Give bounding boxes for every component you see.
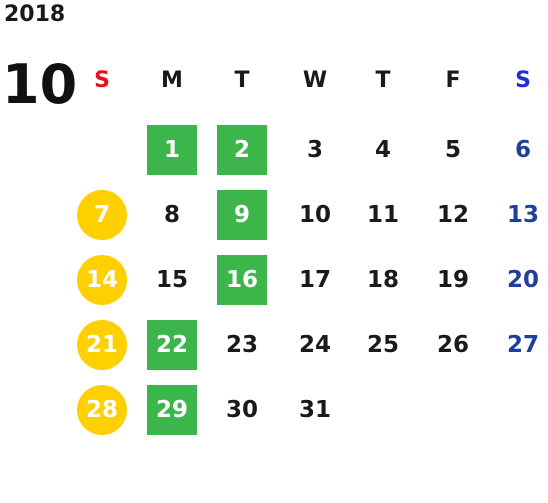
date-cell-23[interactable]: 23	[225, 332, 258, 358]
date-cell-2[interactable]: 2	[217, 125, 267, 175]
date-cell-20[interactable]: 20	[506, 267, 539, 293]
weekday-header-sunday: S	[94, 68, 110, 93]
date-cell-9[interactable]: 9	[217, 190, 267, 240]
date-cell-1[interactable]: 1	[147, 125, 197, 175]
date-cell-14[interactable]: 14	[77, 255, 127, 305]
date-cell-11[interactable]: 11	[366, 202, 399, 228]
date-cell-6[interactable]: 6	[514, 137, 531, 163]
weekday-header-friday: F	[445, 68, 461, 93]
date-cell-18[interactable]: 18	[366, 267, 399, 293]
date-cell-4[interactable]: 4	[374, 137, 391, 163]
date-cell-17[interactable]: 17	[298, 267, 331, 293]
date-cell-31[interactable]: 31	[298, 397, 331, 423]
date-cell-10[interactable]: 10	[298, 202, 331, 228]
date-cell-26[interactable]: 26	[436, 332, 469, 358]
weekday-header-monday: M	[161, 68, 183, 93]
month-number: 10	[2, 53, 78, 116]
weekday-header-wednesday: W	[302, 68, 328, 93]
date-cell-19[interactable]: 19	[436, 267, 469, 293]
date-cell-29[interactable]: 29	[147, 385, 197, 435]
date-cell-13[interactable]: 13	[506, 202, 539, 228]
date-cell-28[interactable]: 28	[77, 385, 127, 435]
date-cell-7[interactable]: 7	[77, 190, 127, 240]
date-cell-8[interactable]: 8	[163, 202, 180, 228]
weekday-header-tuesday: T	[234, 68, 250, 93]
weekday-header-thursday: T	[375, 68, 391, 93]
date-cell-12[interactable]: 12	[436, 202, 469, 228]
date-cell-5[interactable]: 5	[444, 137, 461, 163]
date-cell-24[interactable]: 24	[298, 332, 331, 358]
date-cell-30[interactable]: 30	[225, 397, 258, 423]
year-label: 2018	[4, 2, 66, 27]
date-cell-25[interactable]: 25	[366, 332, 399, 358]
date-cell-15[interactable]: 15	[155, 267, 188, 293]
date-cell-27[interactable]: 27	[506, 332, 539, 358]
date-cell-16[interactable]: 16	[217, 255, 267, 305]
weekday-header-saturday: S	[515, 68, 531, 93]
date-cell-22[interactable]: 22	[147, 320, 197, 370]
date-cell-21[interactable]: 21	[77, 320, 127, 370]
date-cell-3[interactable]: 3	[306, 137, 323, 163]
